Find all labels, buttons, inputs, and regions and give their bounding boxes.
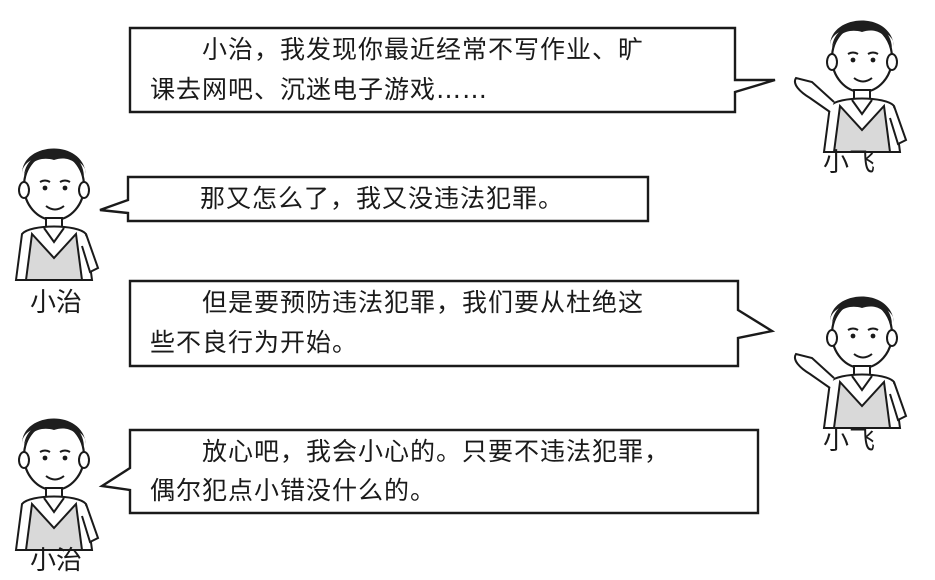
- dialogue-4-line-1: 放心吧，我会小心的。只要不违法犯罪，: [150, 437, 671, 466]
- xiaozhi-figure-bottom: [14, 417, 100, 552]
- xiaofei-figure-bottom: [794, 295, 908, 430]
- dialogue-3-line-2: 些不良行为开始。: [150, 328, 359, 357]
- xiaozhi-figure-top: [14, 147, 100, 282]
- dialogue-4-line-2: 偶尔犯点小错没什么的。: [150, 476, 437, 505]
- speech-bubble-2: [99, 175, 650, 223]
- name-label-xiaozhi-top: 小治: [30, 288, 83, 318]
- speech-bubble-3: [128, 279, 776, 368]
- dialogue-2-line-1: 那又怎么了，我又没违法犯罪。: [148, 184, 565, 213]
- dialogue-1-line-2: 课去网吧、沉迷电子游戏……: [150, 75, 489, 104]
- speech-bubble-4: [98, 428, 760, 515]
- dialogue-3-line-1: 但是要预防违法犯罪，我们要从杜绝这: [150, 288, 645, 317]
- dialogue-1-line-1: 小治，我发现你最近经常不写作业、旷: [150, 35, 645, 64]
- name-label-xiaofei-bottom: 小飞: [823, 426, 876, 456]
- name-label-xiaozhi-bottom: 小治: [30, 546, 83, 576]
- speech-bubble-1: [128, 26, 776, 114]
- name-label-xiaofei-top: 小飞: [823, 148, 876, 178]
- xiaofei-figure-top: [794, 19, 908, 154]
